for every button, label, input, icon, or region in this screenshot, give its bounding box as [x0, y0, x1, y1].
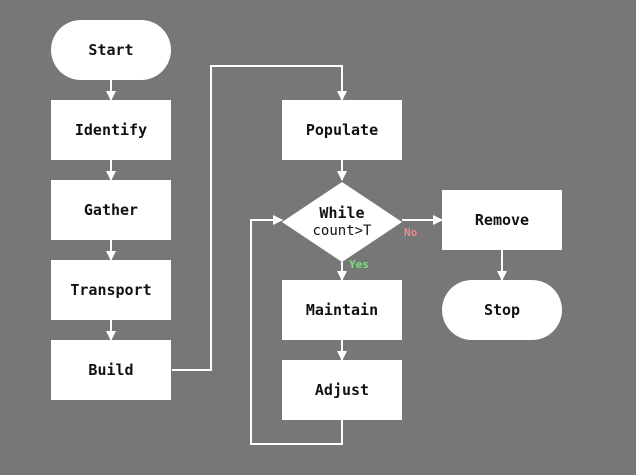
- transport-node: Transport: [51, 260, 171, 320]
- edge-adjust-loop: [250, 215, 343, 445]
- adjust-node: Adjust: [282, 360, 402, 420]
- decision-diamond: [282, 182, 402, 262]
- no-label: No: [404, 226, 418, 239]
- stop-node: Stop: [442, 280, 562, 340]
- decision-line2: count>T: [312, 223, 372, 239]
- decision-node: While count>T: [282, 182, 402, 262]
- yes-label: Yes: [349, 258, 369, 271]
- maintain-node: Maintain: [282, 280, 402, 340]
- populate-node: Populate: [282, 100, 402, 160]
- remove-node: Remove: [442, 190, 562, 250]
- gather-node: Gather: [51, 180, 171, 240]
- edge-build-populate: [172, 65, 347, 371]
- identify-node: Identify: [51, 100, 171, 160]
- build-node: Build: [51, 340, 171, 400]
- decision-line1: While: [319, 204, 365, 222]
- start-node: Start: [51, 20, 171, 80]
